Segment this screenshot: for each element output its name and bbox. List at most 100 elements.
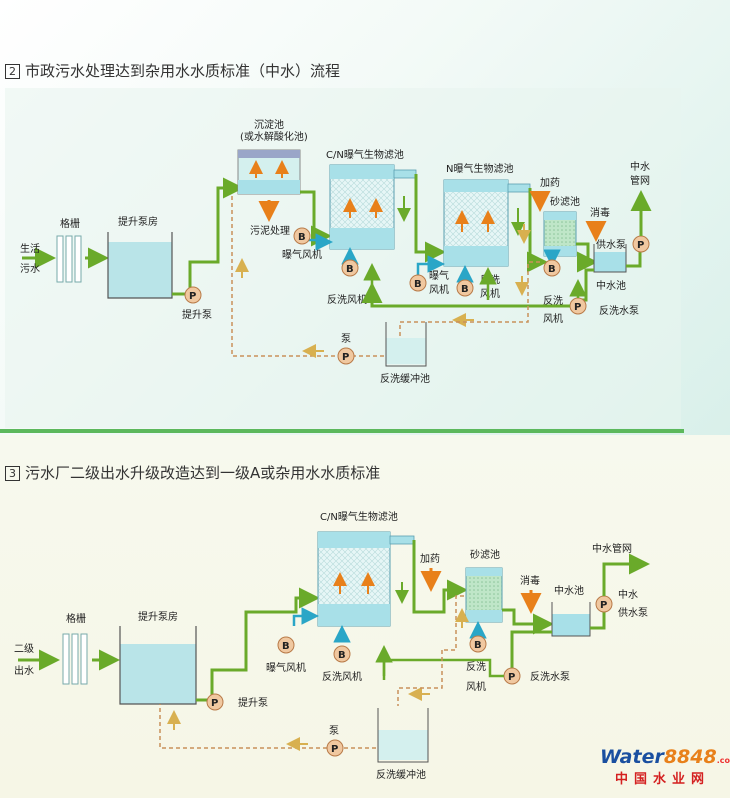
section3-diagram: 二级 出水 格栅 提升泵房 P 提升泵 C/N曝气生物滤池 [14,510,650,781]
s2-supply-pump-p: P [637,240,644,251]
s2-sedimentation-tank [237,149,301,195]
s2-sed-label-1: 沉淀池 [254,118,284,131]
s3-buffer-tank [377,708,429,763]
s2-inlet-l1: 生活 [20,242,40,255]
s2-inlet-l2: 污水 [20,263,40,275]
s2-n-aer-l2: 风机 [429,283,449,296]
s2-buffer-pump-p: P [342,352,349,363]
s3-lift-pump-label: 提升泵 [238,697,268,709]
s2-n-aer-l1: 曝气 [429,269,449,282]
section2-number: 2 [5,64,20,79]
s2-n-filter-label: N曝气生物滤池 [446,162,513,175]
s2-reclaim-tank [593,244,627,273]
s3-supply-l1: 中水 [618,588,638,601]
s2-buffer-tank [385,322,427,367]
brand-logo-cn: 中国水业网 [614,772,710,787]
s2-n-bw-fan-b: B [461,284,469,295]
s3-dosing-label: 加药 [420,553,440,565]
s2-aeration-fan-icon [293,227,311,245]
s2-aeration-fan-label: 曝气风机 [282,248,322,261]
s2-supply-pump-label: 供水泵 [596,238,626,251]
s3-screen-label: 格栅 [66,612,86,625]
s3-cn-filter [317,531,415,627]
s2-sed-label-2: (或水解酸化池) [240,130,308,143]
s3-aeration-fan-b: B [282,641,290,652]
s2-sand-filter [543,211,577,257]
s3-sand-bw-fan-icon [469,635,487,653]
s2-dosing-label: 加药 [540,177,560,189]
section3-title-text: 污水厂二级出水升级改造达到一级A或杂用水水质标准 [25,464,381,482]
brand-en-main: Water [600,746,664,768]
s2-cn-filter-label: C/N曝气生物滤池 [326,148,404,161]
s3-aeration-fan-label: 曝气风机 [266,661,306,674]
s2-bw3-l1: 反洗 [543,295,563,307]
s2-pump-house [107,232,173,299]
s3-reclaim-tank-label: 中水池 [554,584,584,597]
s3-reclaim-pipe-label: 中水管网 [592,542,632,555]
s2-bw-fan-icon [341,259,359,277]
s3-pump-house-label: 提升泵房 [138,610,178,623]
s3-supply-pump-p: P [600,600,607,611]
s3-cn-filter-label: C/N曝气生物滤池 [320,510,398,523]
brand-en-num: 8848 [663,746,717,768]
s3-sand-label: 砂滤池 [470,548,500,561]
s2-lift-pump-p: P [189,291,196,302]
s3-inlet-l2: 出水 [14,664,34,677]
s3-reclaim-tank [551,602,591,637]
s3-bw-l1: 反洗 [466,661,486,673]
brand-logo-en: Water8848.com [600,746,730,768]
s3-lift-pump-p: P [211,698,218,709]
s3-bw-pump-p: P [508,672,515,683]
s2-bw-pump-p: P [574,302,581,313]
s2-reclaim-l2: 管网 [630,174,650,187]
s3-bw-fan-b: B [338,650,346,661]
s3-buffer-pump-label: 泵 [329,725,339,737]
s2-bw-fan-label: 反洗风机 [327,293,367,306]
brand-en-suffix: .com [716,756,730,765]
s2-screen-label: 格栅 [60,217,80,230]
s2-screen [56,235,82,283]
s3-sand-filter [465,567,503,623]
s3-buffer-pump-p: P [331,744,338,755]
s2-cn-filter [329,164,417,250]
s2-n-aeration-fan-icon [409,274,427,292]
s2-lift-pump-icon [184,286,202,304]
s2-sludge-label: 污泥处理 [250,224,290,237]
s3-buffer-pump-icon [326,739,344,757]
s2-lift-pump-label: 提升泵 [182,309,212,321]
s2-buffer-pump-icon [337,347,355,365]
s3-bw-fan-icon [333,645,351,663]
s2-buffer-pump-label: 泵 [341,333,351,345]
s3-bw-l2: 风机 [466,680,486,693]
s3-bw-fan-label: 反洗风机 [322,670,362,683]
s2-sand-bw-fan-icon [543,259,561,277]
s2-n-filter [443,179,531,267]
s3-screen [62,633,88,685]
s2-disinfect-label: 消毒 [590,206,610,219]
section2-title-text: 市政污水处理达到杂用水水质标准（中水）流程 [25,62,341,80]
s2-n-aeration-fan-b: B [414,279,422,290]
s2-bw-pump-label: 反洗水泵 [599,305,639,317]
s3-pump-house [119,626,197,705]
section2-diagram: 生活 污水 格栅 提升泵房 P 提升泵 沉淀池 (或水解酸化池) [0,88,684,433]
s3-lift-pump-icon [206,693,224,711]
s2-pump-house-label: 提升泵房 [118,215,158,228]
s2-reclaim-l1: 中水 [630,160,650,173]
s3-aeration-fan-icon [277,636,295,654]
s2-buffer-label: 反洗缓冲池 [380,372,430,385]
s3-sand-bw-fan-b: B [474,640,482,651]
brand-logo: Water8848.com 中国水业网 [600,746,730,787]
s2-bw-fan-b: B [346,264,354,275]
s2-n-bw-l1: 反洗 [480,274,500,286]
s2-reclaim-tank-label: 中水池 [596,279,626,292]
s2-sand-label: 砂滤池 [550,195,580,208]
s2-sand-bw-fan-b: B [548,264,556,275]
s2-bw3-l2: 风机 [543,312,563,325]
s3-bw-pump-label: 反洗水泵 [530,671,570,683]
s2-n-bw-fan-icon [456,279,474,297]
s2-n-bw-l2: 风机 [480,287,500,300]
s2-aeration-fan-b: B [298,232,306,243]
section2-title: 2 市政污水处理达到杂用水水质标准（中水）流程 [5,60,340,81]
s3-buffer-label: 反洗缓冲池 [376,768,426,781]
